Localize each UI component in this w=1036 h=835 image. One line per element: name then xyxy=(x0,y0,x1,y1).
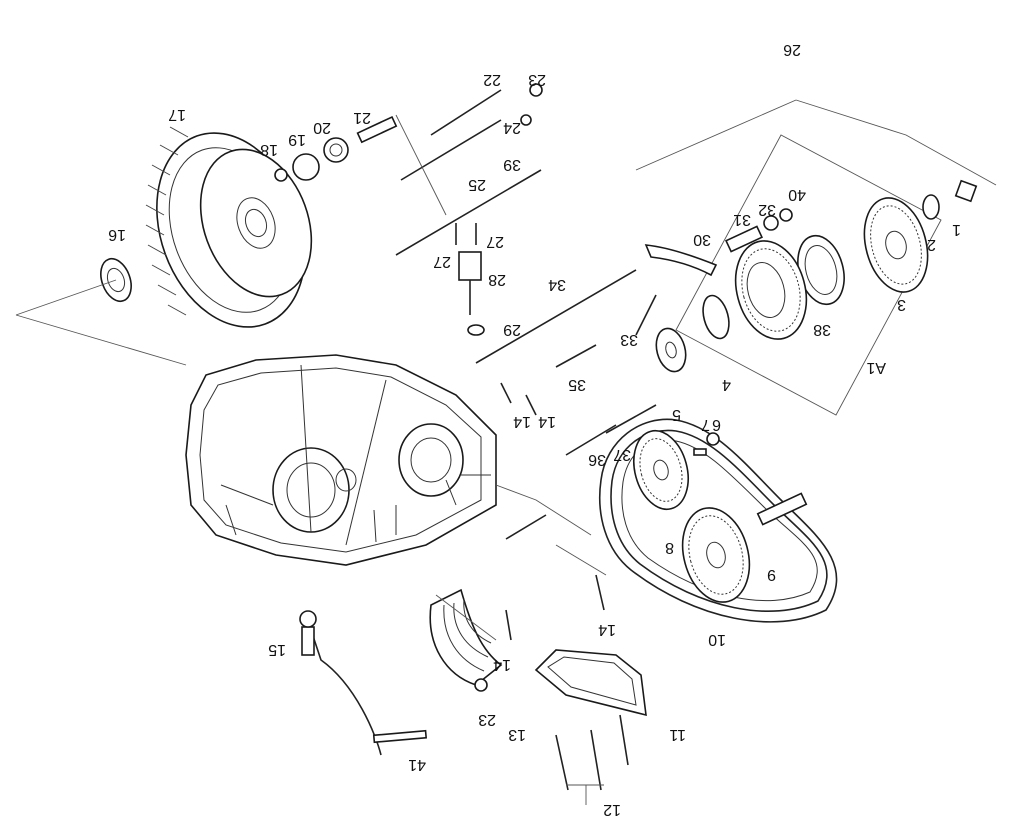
label-11: 11 xyxy=(669,726,686,743)
tensioner-27-29 xyxy=(455,223,485,336)
washers-1-2 xyxy=(922,179,978,220)
label-38: 38 xyxy=(813,321,831,338)
needle-bearing xyxy=(702,294,730,340)
label-13: 13 xyxy=(508,726,526,743)
label-14a: 14 xyxy=(598,621,616,638)
label-17: 17 xyxy=(168,106,186,123)
label-41: 41 xyxy=(408,756,426,773)
washer-5 xyxy=(655,327,687,373)
label-14d: 14 xyxy=(513,413,531,430)
label-22: 22 xyxy=(483,71,501,88)
label-3: 3 xyxy=(897,296,906,313)
gear-8 xyxy=(633,429,689,511)
label-18: 18 xyxy=(260,141,278,158)
oil-line-41 xyxy=(310,629,428,756)
part-labels: 1 2 3 4 5 6 7 8 9 10 11 12 13 14 14 14 1… xyxy=(108,41,961,818)
studs xyxy=(395,89,657,540)
dowel-pins-14 xyxy=(500,382,605,641)
sensor-15 xyxy=(299,610,317,656)
label-19: 19 xyxy=(288,131,306,148)
label-37: 37 xyxy=(613,446,631,463)
pins-6-7 xyxy=(693,432,720,456)
clutch-washers-18-21 xyxy=(274,115,398,182)
label-10: 10 xyxy=(708,631,726,648)
label-4: 4 xyxy=(722,376,731,393)
leader-lines xyxy=(15,99,997,641)
label-31: 31 xyxy=(733,211,751,228)
label-1: 1 xyxy=(952,221,961,238)
label-21: 21 xyxy=(353,109,371,126)
label-28: 28 xyxy=(488,271,506,288)
label-40: 40 xyxy=(788,186,806,203)
label-30: 30 xyxy=(693,231,711,248)
label-a1: A1 xyxy=(866,359,886,376)
label-2: 2 xyxy=(927,236,936,253)
label-9: 9 xyxy=(767,566,776,583)
label-12: 12 xyxy=(603,801,621,818)
label-26: 26 xyxy=(783,41,801,58)
label-29: 29 xyxy=(503,321,521,338)
label-15: 15 xyxy=(268,641,286,658)
label-14b: 14 xyxy=(493,656,511,673)
bearing-38 xyxy=(797,234,845,306)
label-5: 5 xyxy=(672,406,681,423)
assembly-a1-frame xyxy=(675,134,942,416)
nuts-23 xyxy=(474,83,543,692)
bolts-12 xyxy=(555,714,629,805)
gear-10 xyxy=(681,507,751,603)
label-23a: 23 xyxy=(528,71,546,88)
clutch-basket xyxy=(145,126,313,328)
label-32: 32 xyxy=(758,201,776,218)
gear-4 xyxy=(734,240,808,340)
label-8: 8 xyxy=(665,539,674,556)
guide-30 xyxy=(644,244,718,277)
label-39: 39 xyxy=(503,156,521,173)
label-25: 25 xyxy=(468,176,486,193)
label-33: 33 xyxy=(620,331,638,348)
oil-pan-cover-13 xyxy=(534,649,647,717)
label-27a: 27 xyxy=(433,253,451,270)
label-24: 24 xyxy=(503,119,521,136)
sprocket-3 xyxy=(863,197,929,293)
label-23b: 23 xyxy=(478,711,496,728)
label-20: 20 xyxy=(313,119,331,136)
label-16: 16 xyxy=(108,226,126,243)
shaft-9 xyxy=(756,492,808,526)
label-27b: 27 xyxy=(486,233,504,250)
label-35: 35 xyxy=(568,376,586,393)
spacers-31-32-40 xyxy=(724,208,793,253)
label-36: 36 xyxy=(588,451,606,468)
label-6: 6 xyxy=(712,416,721,433)
cooling-fins xyxy=(429,588,503,686)
label-34: 34 xyxy=(548,276,566,293)
crankcase-cover xyxy=(185,354,497,566)
label-14c: 14 xyxy=(538,413,556,430)
label-7: 7 xyxy=(701,416,710,433)
